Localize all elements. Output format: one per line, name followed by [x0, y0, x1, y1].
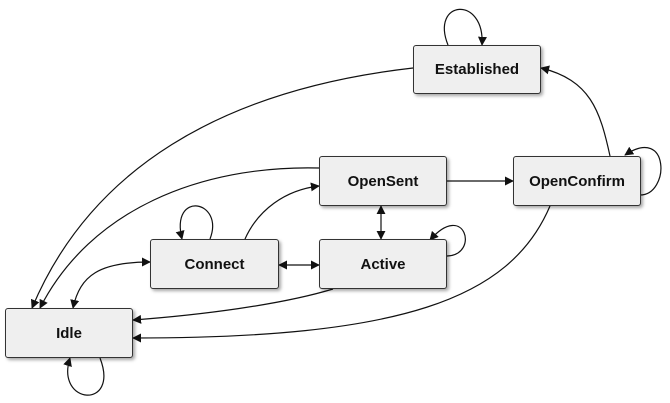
edge-openconfirm-to-established	[540, 65, 611, 157]
edge-connect-to-opensent	[244, 182, 320, 240]
edge-connect-self	[175, 205, 214, 240]
state-connect: Connect	[150, 239, 279, 289]
edge-idle-self	[63, 357, 105, 396]
edge-openconfirm-to-idle	[132, 205, 551, 343]
edge-opensent-to-idle	[39, 167, 320, 309]
state-established: Established	[413, 45, 541, 94]
state-opensent: OpenSent	[319, 156, 447, 206]
edge-established-to-idle	[30, 67, 414, 309]
state-idle: Idle	[5, 308, 133, 358]
edge-active-self	[429, 224, 466, 257]
edge-established-self	[443, 8, 487, 46]
state-active: Active	[319, 239, 447, 289]
edge-connect-idle	[70, 257, 151, 309]
edge-openconfirm-self	[624, 146, 662, 196]
edge-active-to-idle	[132, 288, 334, 324]
state-openconfirm: OpenConfirm	[513, 156, 641, 206]
